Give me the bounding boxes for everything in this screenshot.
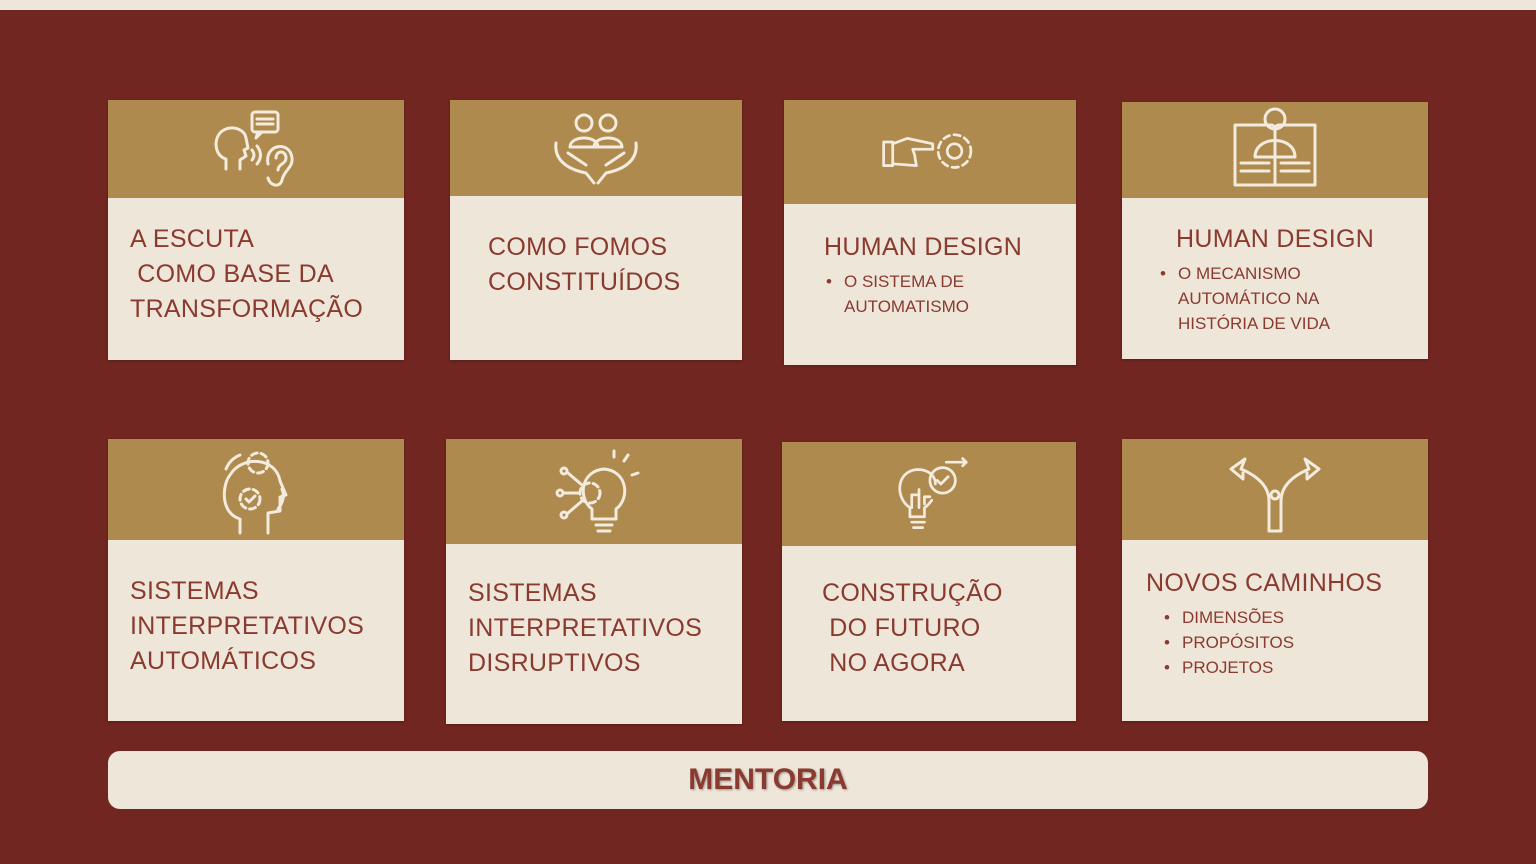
lightbulb-clock-icon xyxy=(898,457,968,529)
card-human-design-historia: HUMAN DESIGN O MECANISMO AUTOMÁTICO NA H… xyxy=(1122,102,1428,359)
bullet-item: PROPÓSITOS xyxy=(1162,630,1428,655)
mentoria-label: MENTORIA xyxy=(688,763,848,796)
diverging-arrows-icon xyxy=(1229,457,1321,532)
card-header xyxy=(1122,102,1428,198)
card-header xyxy=(450,100,742,196)
card-escuta: A ESCUTA COMO BASE DA TRANSFORMAÇÃO xyxy=(108,100,404,360)
hand-pointing-gear-icon xyxy=(882,133,973,169)
card-constituidos: COMO FOMOS CONSTITUÍDOS xyxy=(450,100,742,360)
bullet-item: PROJETOS xyxy=(1162,655,1428,680)
card-title: SISTEMAS INTERPRETATIVOS DISRUPTIVOS xyxy=(468,579,703,677)
card-header xyxy=(784,100,1076,204)
person-book-icon xyxy=(1233,107,1317,187)
head-gears-icon xyxy=(222,451,288,534)
speaking-listening-icon xyxy=(214,110,294,187)
card-header xyxy=(108,100,404,198)
people-in-hands-icon xyxy=(554,113,638,185)
card-title: NOVOS CAMINHOS xyxy=(1146,569,1383,597)
card-construcao-futuro: CONSTRUÇÃO DO FUTURO NO AGORA xyxy=(782,442,1076,721)
card-title: HUMAN DESIGN xyxy=(1176,225,1375,253)
lightbulb-gear-icon xyxy=(555,449,640,532)
card-header xyxy=(446,439,742,544)
card-header xyxy=(782,442,1076,546)
card-sistemas-disruptivos: SISTEMAS INTERPRETATIVOS DISRUPTIVOS xyxy=(446,439,742,724)
card-header xyxy=(1122,439,1428,540)
bullet-item: O MECANISMO AUTOMÁTICO NA HISTÓRIA DE VI… xyxy=(1158,261,1428,336)
card-title: SISTEMAS INTERPRETATIVOS AUTOMÁTICOS xyxy=(130,577,365,675)
card-title: A ESCUTA COMO BASE DA TRANSFORMAÇÃO xyxy=(130,225,364,323)
card-title: CONSTRUÇÃO DO FUTURO NO AGORA xyxy=(822,579,1003,677)
card-sistemas-automaticos: SISTEMAS INTERPRETATIVOS AUTOMÁTICOS xyxy=(108,439,404,721)
card-title: COMO FOMOS CONSTITUÍDOS xyxy=(488,233,681,296)
card-human-design-automatismo: HUMAN DESIGN O SISTEMA DE AUTOMATISMO xyxy=(784,100,1076,365)
bullet-item: O SISTEMA DE AUTOMATISMO xyxy=(824,269,1076,319)
mentoria-banner: MENTORIA xyxy=(108,751,1428,809)
top-strip xyxy=(0,0,1536,10)
card-novos-caminhos: NOVOS CAMINHOS DIMENSÕES PROPÓSITOS PROJ… xyxy=(1122,439,1428,721)
bullet-item: DIMENSÕES xyxy=(1162,605,1428,630)
card-title: HUMAN DESIGN xyxy=(824,233,1023,261)
card-header xyxy=(108,439,404,540)
